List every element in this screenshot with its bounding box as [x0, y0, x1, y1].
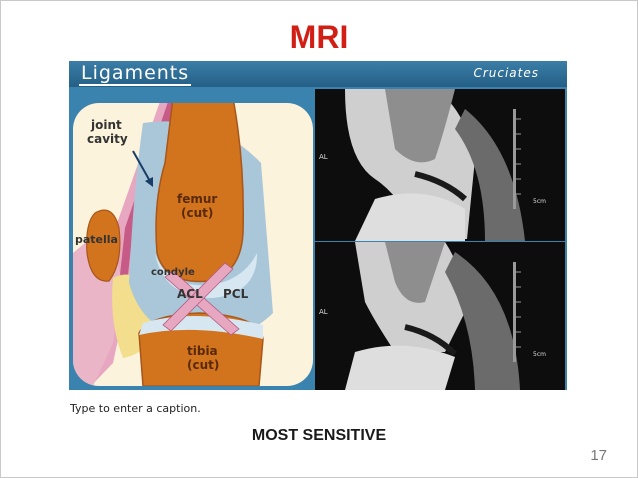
patella-bone [86, 209, 121, 282]
figure-caption[interactable]: Type to enter a caption. [70, 402, 201, 415]
subtitle-text: MOST SENSITIVE [251, 427, 387, 444]
label-cavity: cavity [87, 132, 128, 146]
mri-bottom-scale-bar [513, 262, 516, 362]
mri-top-soft-tissue [455, 109, 525, 241]
acl-ligament [164, 270, 240, 336]
mri-bottom-scale-label: 5cm [533, 351, 546, 358]
mri-bottom-scale-ticks [513, 271, 521, 348]
label-femur: femur [177, 192, 217, 206]
mri-top-ligament [414, 171, 468, 202]
mri-bottom-marrow [385, 242, 445, 303]
figure-banner: Ligaments Cruciates [69, 61, 567, 87]
joint-cavity-arrow [132, 150, 152, 184]
mri-top-tibia [355, 193, 465, 241]
label-joint: joint [90, 118, 122, 132]
pcl-ligament [162, 262, 234, 332]
mri-bottom-tibia [345, 345, 455, 390]
banner-title: Ligaments [81, 62, 190, 84]
label-condyle: condyle [151, 267, 195, 278]
label-tibia-cut: (cut) [187, 358, 219, 372]
mri-bottom-orientation: AL [319, 308, 328, 316]
label-acl: ACL [177, 287, 203, 301]
mri-bottom-ligament [404, 324, 458, 357]
mri-bottom-soft-tissue [445, 252, 520, 390]
label-pcl: PCL [223, 287, 249, 301]
label-femur-cut: (cut) [181, 206, 213, 220]
banner-underline [79, 84, 191, 86]
mri-bottom-panel: AL 5cm [315, 242, 565, 390]
mri-top-scale-bar [513, 109, 516, 209]
slide-title: MRI [289, 19, 349, 55]
page-number: 17 [590, 447, 607, 464]
label-patella: patella [75, 233, 118, 246]
banner-subtitle: Cruciates [473, 66, 539, 80]
arrow-head [145, 177, 153, 187]
slide-subtitle: MOST SENSITIVE [1, 427, 637, 445]
knee-diagram: joint cavity femur (cut) patella condyle… [73, 103, 313, 386]
ligament-figure: Ligaments Cruciates [69, 61, 567, 390]
mri-top-panel: AL 5cm [315, 89, 565, 241]
label-tibia: tibia [187, 344, 218, 358]
mri-top-scale-ticks [513, 118, 521, 195]
mri-top-orientation: AL [319, 153, 328, 161]
mri-images: AL 5cm AL 5cm [315, 89, 565, 390]
mri-top-marrow [385, 89, 455, 163]
mri-top-scale-label: 5cm [533, 198, 546, 205]
